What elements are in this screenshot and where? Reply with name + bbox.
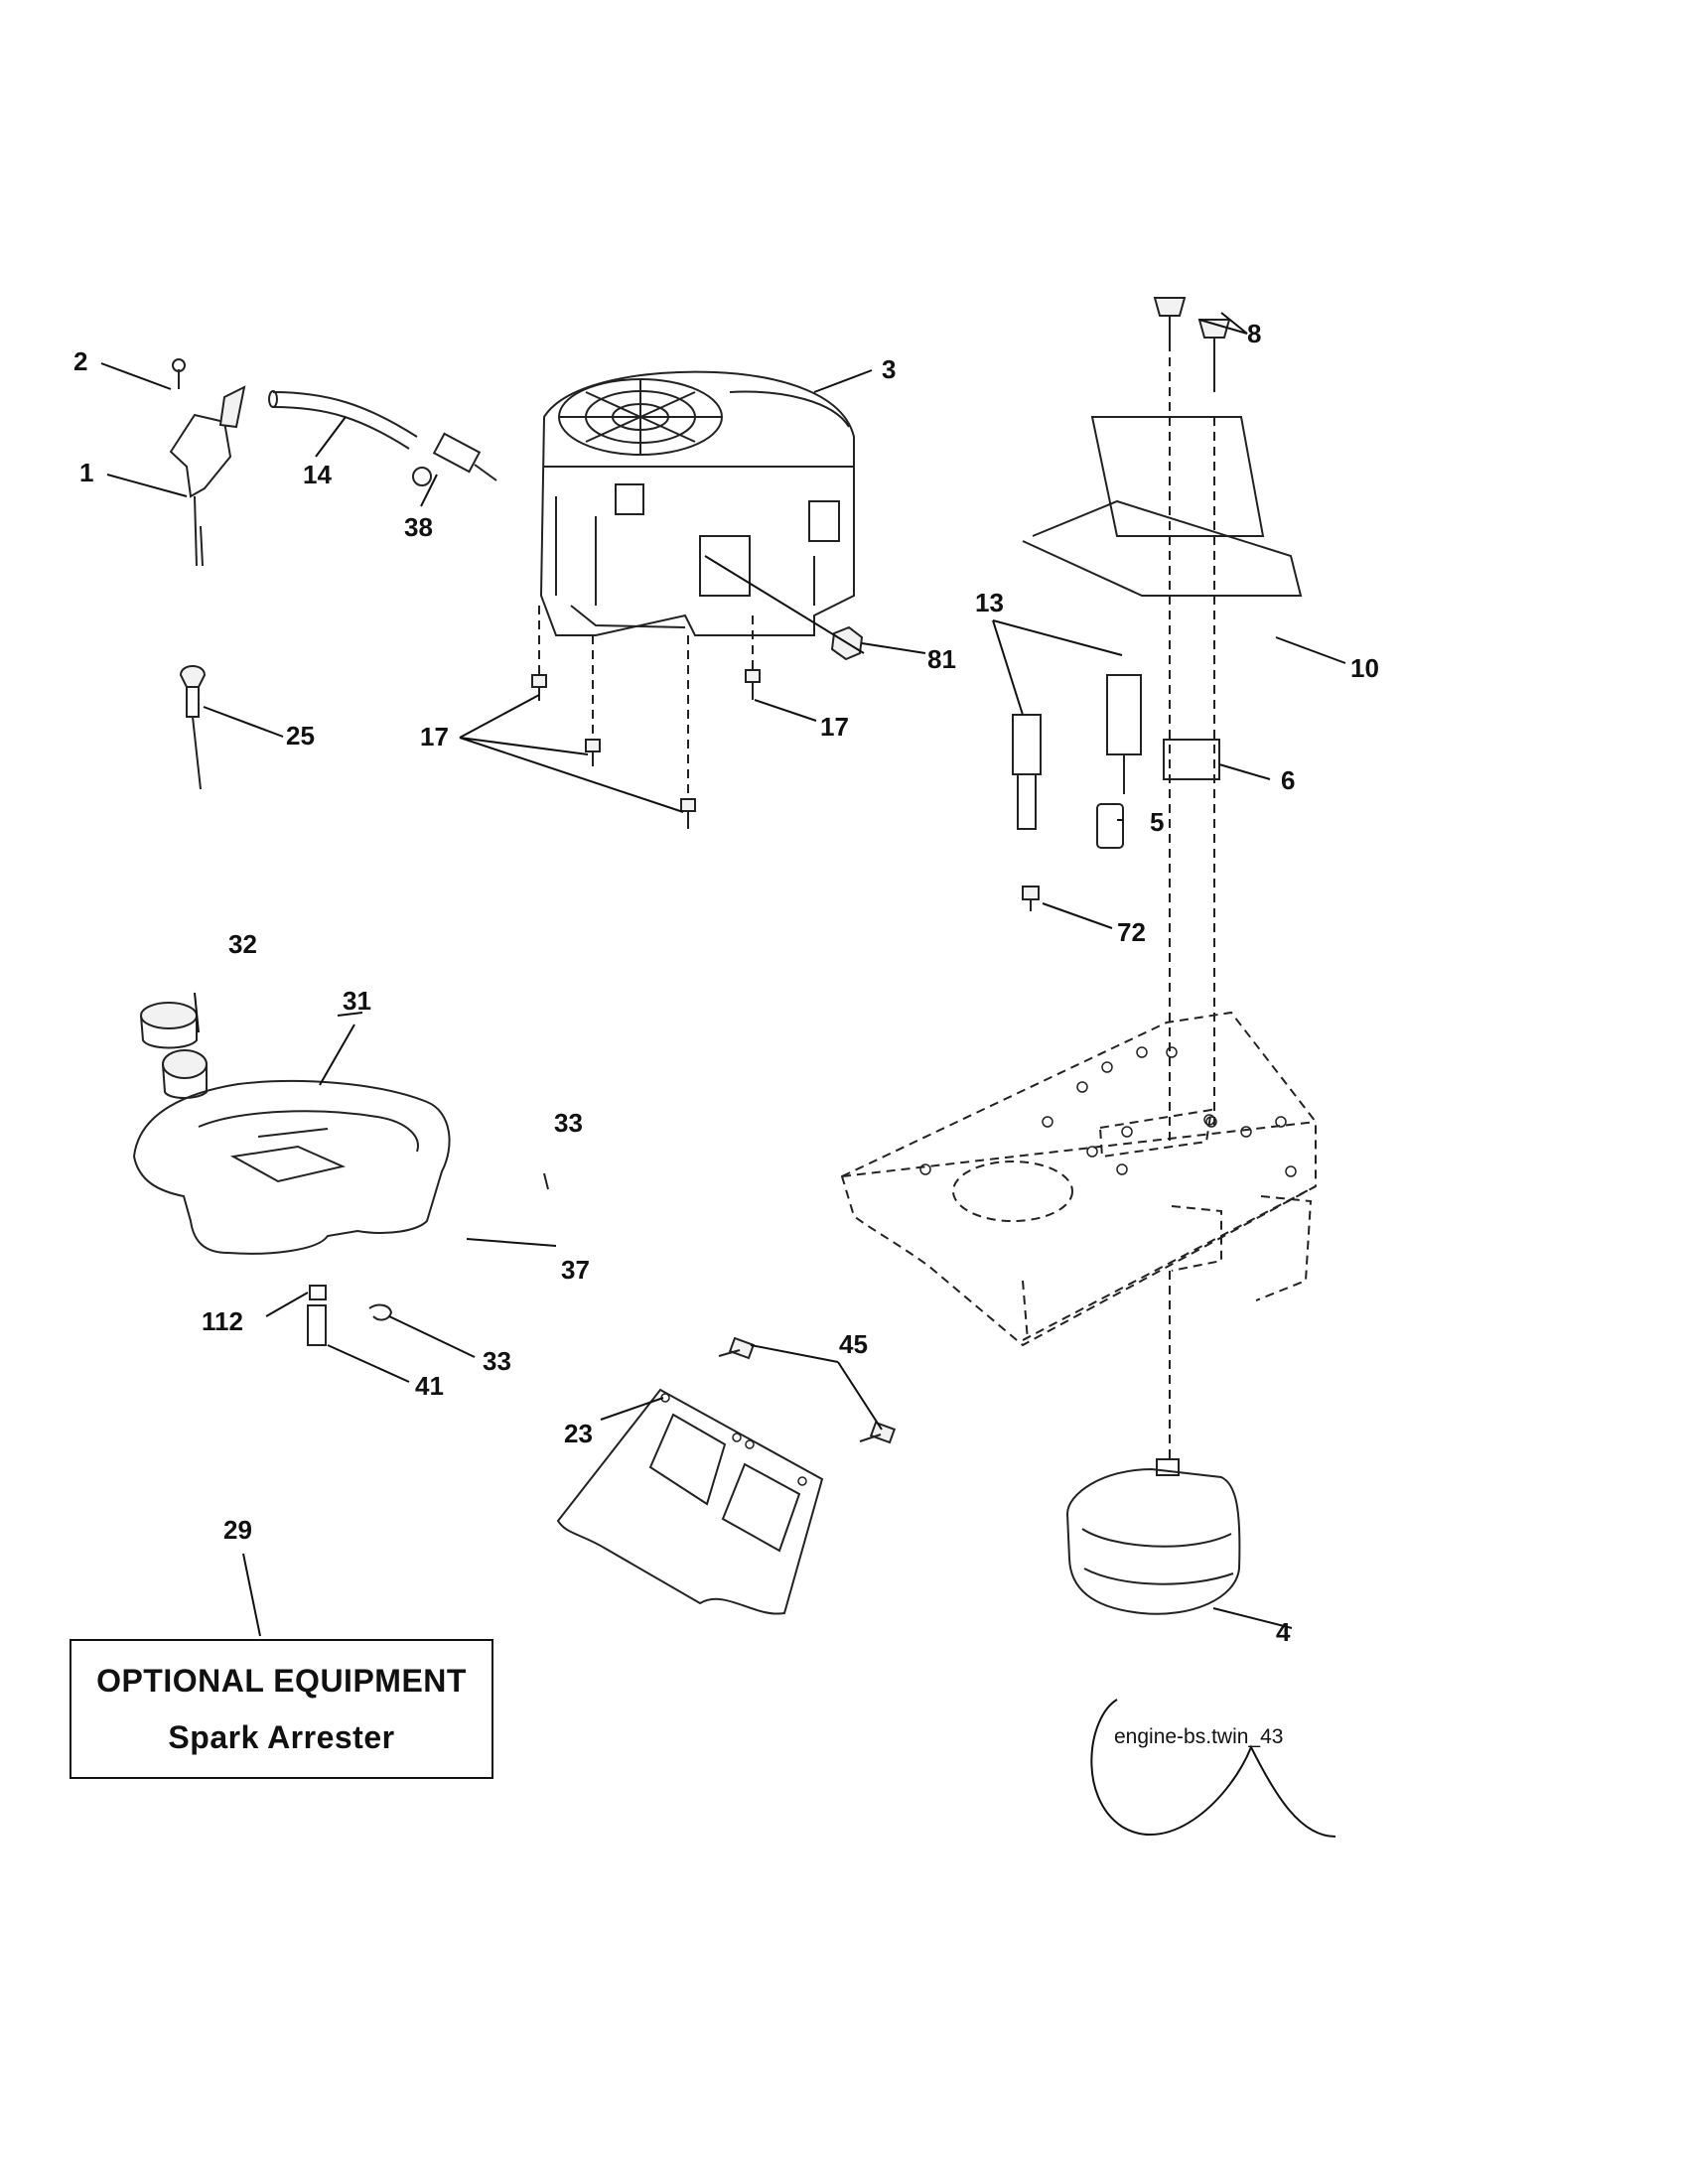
callout-1: 1 xyxy=(79,458,93,487)
part-38-fitting xyxy=(412,432,497,486)
diagram-reference-code: engine-bs.twin_43 xyxy=(1114,1725,1284,1748)
callout-23: 23 xyxy=(564,1419,593,1448)
optional-equipment-box: OPTIONAL EQUIPMENT Spark Arrester xyxy=(70,1639,493,1779)
part-3-engine xyxy=(539,370,855,636)
part-33-clamp xyxy=(543,1172,549,1190)
part-4-muffler xyxy=(1065,1458,1241,1615)
callout-29: 29 xyxy=(223,1515,252,1545)
callout-2: 2 xyxy=(73,346,87,376)
callout-32: 32 xyxy=(228,929,257,959)
callout-33-lower: 33 xyxy=(483,1346,511,1376)
optional-equipment-title: OPTIONAL EQUIPMENT xyxy=(96,1662,467,1699)
part-23-shield xyxy=(556,1388,824,1615)
callout-5: 5 xyxy=(1150,807,1164,837)
callout-31: 31 xyxy=(343,986,371,1016)
part-45-bolts xyxy=(718,1336,897,1444)
part-31-tank xyxy=(132,1049,451,1255)
callout-14: 14 xyxy=(303,460,332,489)
callout-8: 8 xyxy=(1247,319,1261,348)
callout-41: 41 xyxy=(415,1371,444,1401)
callout-25: 25 xyxy=(286,721,315,751)
part-72-bolt xyxy=(1022,886,1040,911)
callout-81: 81 xyxy=(927,644,956,674)
callout-labels: 2 1 14 38 3 8 10 13 81 17 17 25 6 5 72 3… xyxy=(73,319,1379,1647)
callout-38: 38 xyxy=(404,512,433,542)
leader-lines xyxy=(100,312,1346,1838)
frame-dashed xyxy=(840,1011,1317,1347)
callout-4: 4 xyxy=(1276,1617,1291,1647)
part-1-bracket xyxy=(169,358,246,567)
part-5-pin xyxy=(1096,803,1124,849)
callout-112: 112 xyxy=(202,1306,243,1336)
callout-17-left: 17 xyxy=(420,722,449,751)
part-25-dipstick xyxy=(179,665,207,790)
part-17-bolts xyxy=(531,669,761,829)
part-112-41-fittings xyxy=(307,1285,393,1346)
callout-72: 72 xyxy=(1117,917,1146,947)
part-8-knobs xyxy=(1153,297,1231,392)
part-32-cap xyxy=(140,1002,198,1049)
part-10-plate xyxy=(1022,416,1303,597)
callout-37: 37 xyxy=(561,1255,590,1285)
callout-33-upper: 33 xyxy=(554,1108,583,1138)
callout-3: 3 xyxy=(882,354,896,384)
callout-13: 13 xyxy=(975,588,1004,617)
callout-45: 45 xyxy=(839,1329,868,1359)
spark-arrester-label: Spark Arrester xyxy=(168,1718,395,1755)
callout-10: 10 xyxy=(1350,653,1379,683)
callout-6: 6 xyxy=(1281,765,1295,795)
part-6-bushing xyxy=(1163,739,1220,780)
part-14-hose xyxy=(268,390,418,450)
part-13-switch xyxy=(1012,674,1142,830)
callout-17-right: 17 xyxy=(820,712,849,742)
